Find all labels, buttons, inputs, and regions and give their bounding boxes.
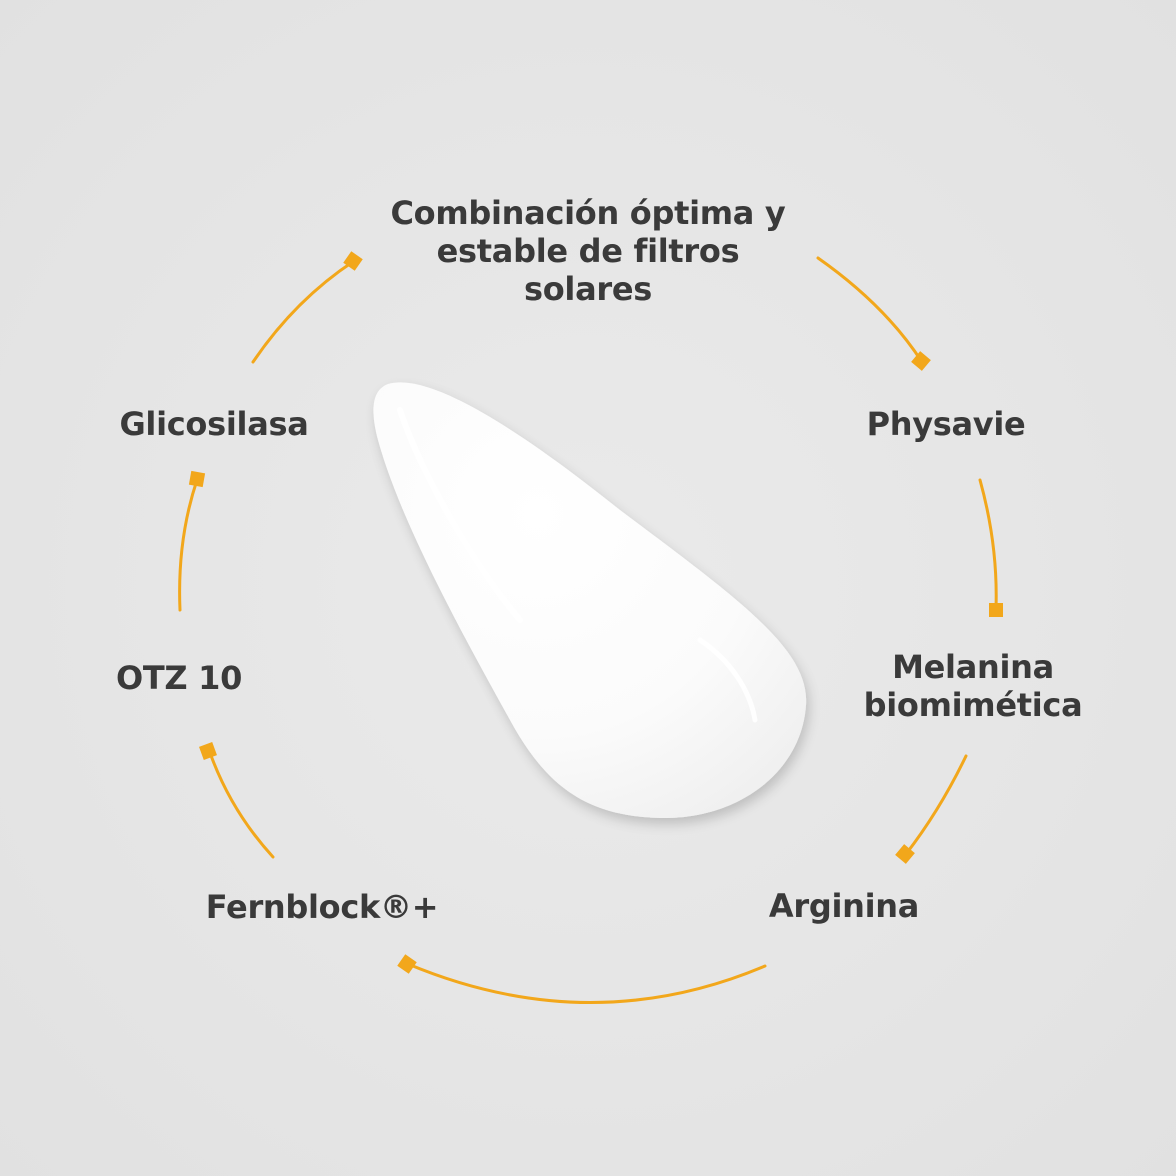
arrow-marker-icon (199, 742, 217, 760)
arrow-marker-icon (343, 251, 363, 271)
ingredient-label-arginina: Arginina (768, 887, 920, 925)
ingredient-label-melanina: Melanina biomimética (863, 648, 1083, 724)
ingredient-label-filtros: Combinación óptima y estable de filtros … (390, 194, 786, 308)
arrow-marker-icon (188, 470, 206, 488)
arc-fernblock-otz (207, 748, 275, 859)
arc-filtros-physavie (816, 256, 924, 364)
arrow-marker-icon (989, 603, 1003, 617)
ingredient-label-glicosilasa: Glicosilasa (119, 405, 309, 443)
ingredient-label-physavie: Physavie (866, 405, 1026, 443)
arrow-marker-icon (895, 844, 915, 864)
arc-arginina-fernblock (406, 962, 767, 1004)
arc-glicosilasa-filtros (251, 259, 356, 364)
arrow-marker-icon (397, 954, 417, 974)
ingredient-label-otz: OTZ 10 (115, 659, 243, 697)
arc-otz-glicosilasa (178, 478, 199, 612)
ingredient-label-fernblock: Fernblock®+ (205, 888, 439, 926)
arrow-marker-icon (911, 351, 931, 371)
arc-melanina-arginina (904, 754, 968, 856)
arc-physavie-melanina (978, 478, 998, 610)
cream-drop-icon (373, 382, 807, 819)
